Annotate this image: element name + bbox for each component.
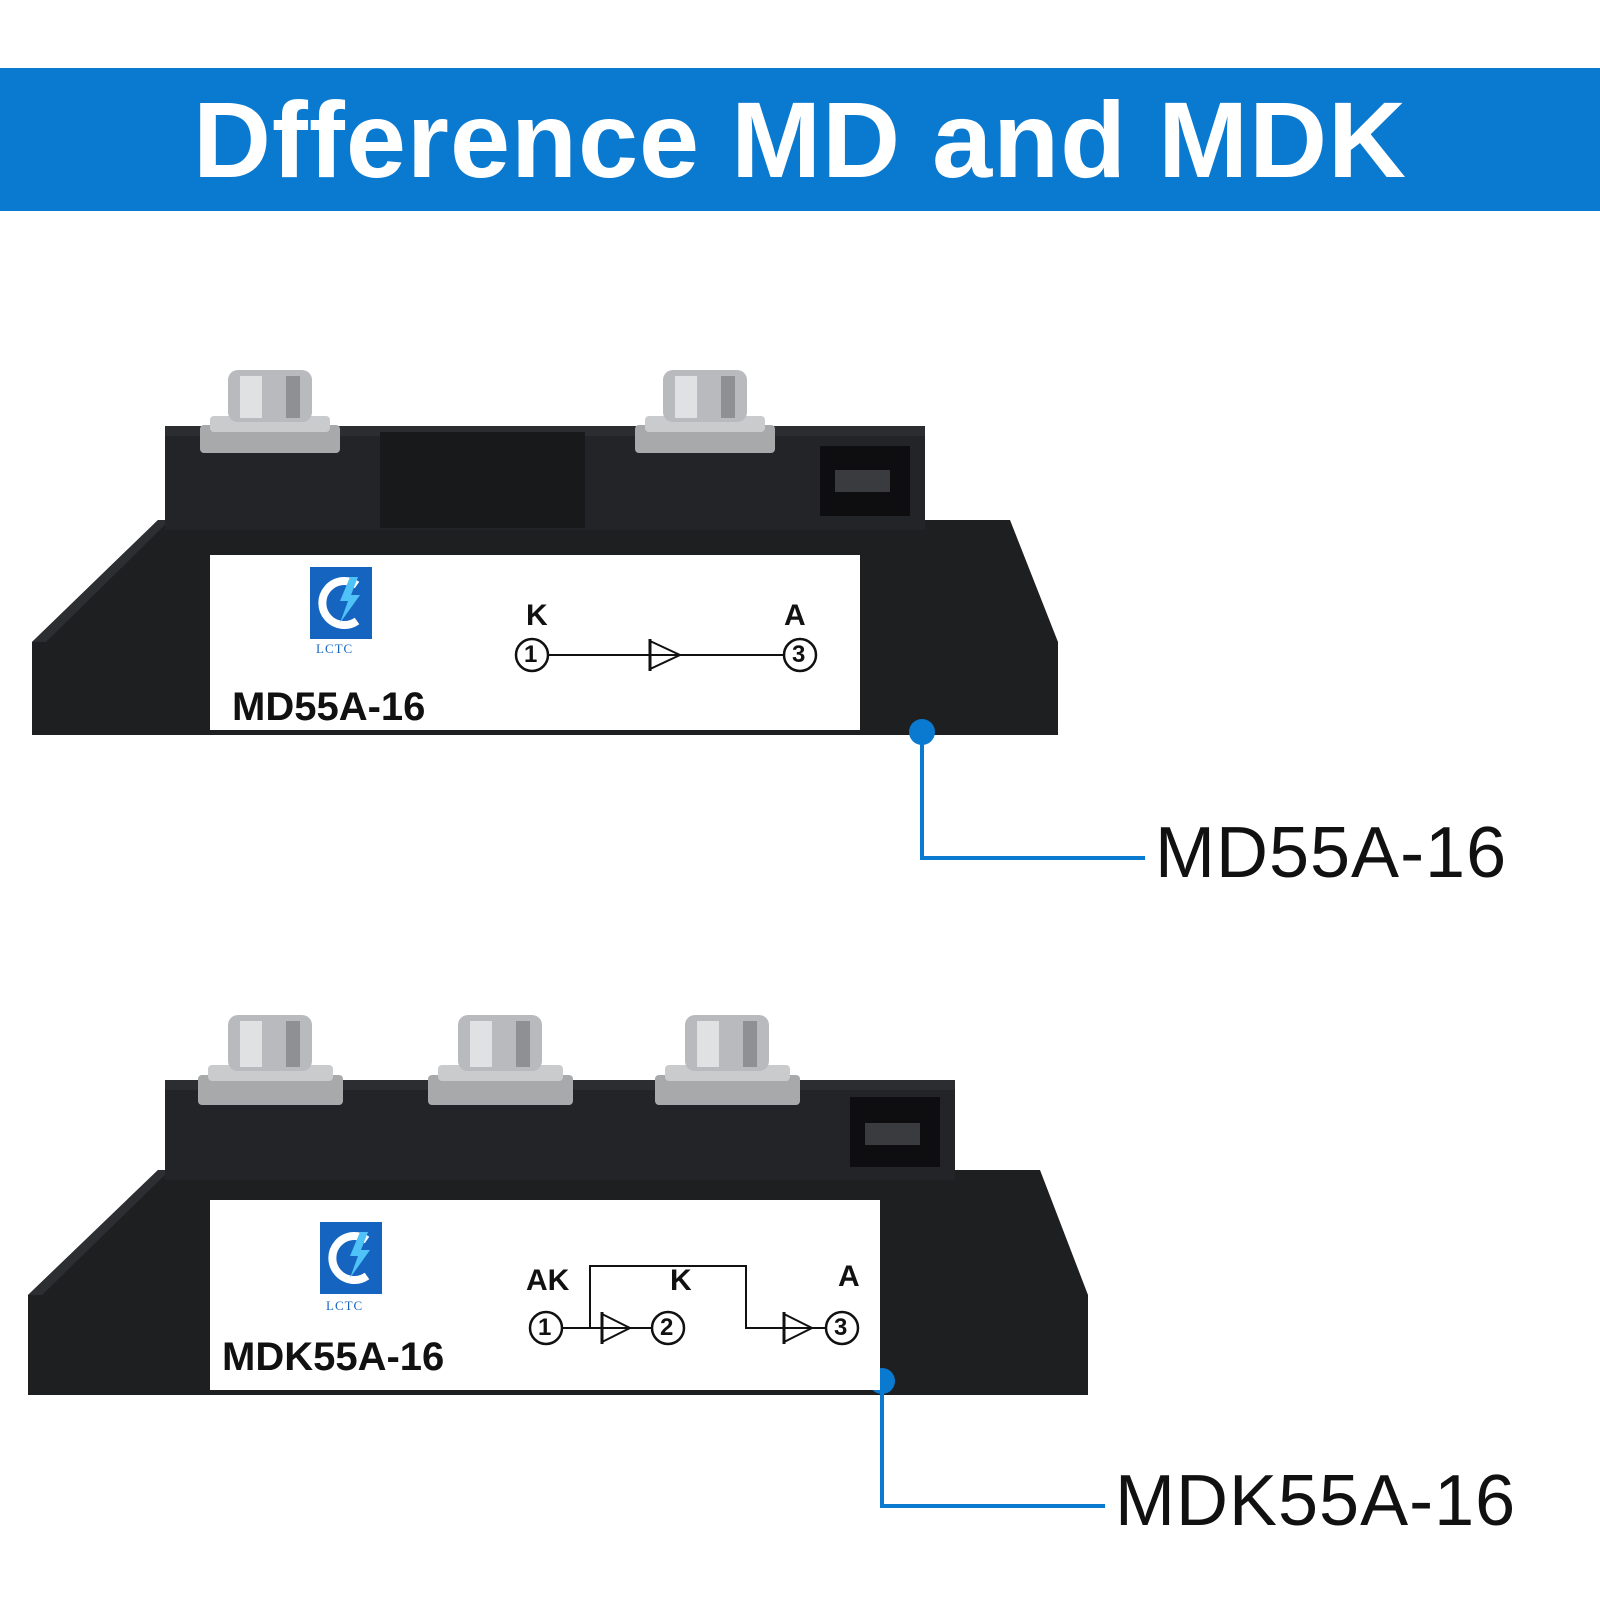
module-model: MD55A-16 — [232, 685, 426, 729]
terminal-screw-3 — [655, 1015, 800, 1105]
terminal-screw-2 — [428, 1015, 573, 1105]
module-mdk-label: LCTC MDK55A-16 AK K A 1 2 3 — [210, 1200, 880, 1390]
brand-text: LCTC — [316, 641, 354, 656]
pin-letter-k: K — [670, 1264, 692, 1297]
module-model: MDK55A-16 — [222, 1335, 445, 1379]
callout-label-md: MD55A-16 — [1155, 813, 1508, 893]
callout-label-mdk: MDK55A-16 — [1115, 1461, 1517, 1541]
pin-letter-ak: AK — [526, 1264, 570, 1297]
lctc-logo — [310, 567, 372, 639]
diode-symbol — [514, 637, 818, 673]
terminal-screw-1 — [200, 370, 340, 453]
lctc-logo — [320, 1222, 382, 1294]
terminal-screw-2 — [635, 370, 775, 453]
title-banner: Dfference MD and MDK — [0, 68, 1600, 211]
pin-letter-a: A — [838, 1260, 860, 1293]
pin-number-1: 1 — [524, 641, 538, 668]
pin-letter-k: K — [526, 599, 548, 632]
page-title: Dfference MD and MDK — [192, 79, 1408, 200]
terminal-screw-1 — [198, 1015, 343, 1105]
module-md: LCTC MD55A-16 K A 1 3 MD55A-16 — [0, 360, 1600, 893]
pin-number-2: 2 — [660, 1314, 674, 1341]
module-md-label: LCTC MD55A-16 K A 1 3 — [210, 555, 860, 730]
pin-number-3: 3 — [792, 641, 806, 668]
dual-diode-symbol — [528, 1265, 860, 1346]
module-mdk: LCTC MDK55A-16 AK K A 1 2 3 MDK55A-16 — [0, 1005, 1600, 1541]
pin-number-1: 1 — [538, 1314, 552, 1341]
pin-number-3: 3 — [834, 1314, 848, 1341]
brand-text: LCTC — [326, 1298, 364, 1313]
pin-letter-a: A — [784, 599, 806, 632]
